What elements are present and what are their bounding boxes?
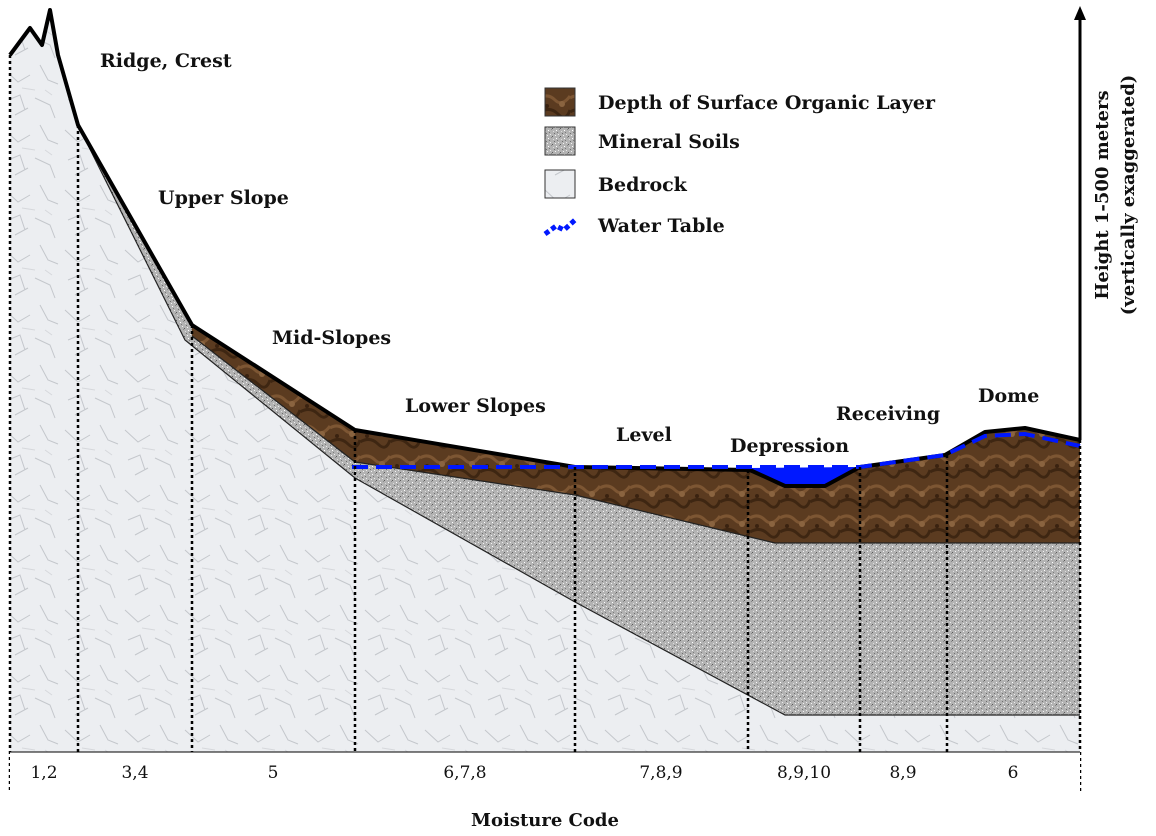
- label-ridge-crest: Ridge, Crest: [100, 50, 232, 72]
- y-axis-title-line2: (vertically exaggerated): [1118, 75, 1139, 316]
- legend: Depth of Surface Organic Layer Mineral S…: [543, 87, 936, 237]
- organic-bottom-line: [191, 335, 1080, 544]
- legend-label-mineral: Mineral Soils: [598, 131, 740, 153]
- moisture-code-7: 8,9: [889, 763, 916, 783]
- label-level: Level: [616, 424, 672, 446]
- mineral-soil-layer: [78, 125, 1080, 715]
- legend-swatch-organic: [544, 87, 576, 117]
- moisture-code-1: 1,2: [30, 763, 57, 783]
- moisture-code-4: 6,7,8: [443, 763, 486, 783]
- legend-swatch-bedrock: [544, 169, 576, 199]
- moisture-code-3: 5: [268, 763, 279, 783]
- moisture-code-8: 6: [1008, 763, 1019, 783]
- zone-separators: [8, 55, 1082, 792]
- moisture-code-labels: 1,2 3,4 5 6,7,8 7,8,9 8,9,10 8,9 6: [30, 763, 1018, 783]
- label-dome: Dome: [978, 385, 1039, 407]
- legend-swatch-mineral: [544, 126, 576, 156]
- y-axis-title: Height 1-500 meters (vertically exaggera…: [1092, 75, 1139, 316]
- moisture-code-5: 7,8,9: [639, 763, 682, 783]
- moisture-code-6: 8,9,10: [777, 763, 831, 783]
- moisture-code-strip: [10, 752, 1080, 792]
- moisture-code-2: 3,4: [121, 763, 148, 783]
- legend-swatch-water: [543, 218, 577, 237]
- legend-label-organic: Depth of Surface Organic Layer: [598, 92, 936, 114]
- label-lower-slopes: Lower Slopes: [405, 395, 546, 417]
- organic-layer: [192, 325, 1080, 543]
- label-mid-slopes: Mid-Slopes: [272, 327, 391, 349]
- legend-label-bedrock: Bedrock: [598, 174, 688, 196]
- mineral-bottom-line: [77, 124, 1080, 716]
- y-axis-title-line1: Height 1-500 meters: [1092, 90, 1113, 299]
- legend-label-water: Water Table: [597, 215, 725, 237]
- water-table-line: [352, 431, 1081, 469]
- label-upper-slope: Upper Slope: [158, 187, 289, 209]
- y-axis-arrowhead: [1074, 6, 1086, 20]
- x-axis-title: Moisture Code: [471, 810, 619, 831]
- label-depression: Depression: [730, 435, 849, 457]
- label-receiving: Receiving: [836, 403, 940, 425]
